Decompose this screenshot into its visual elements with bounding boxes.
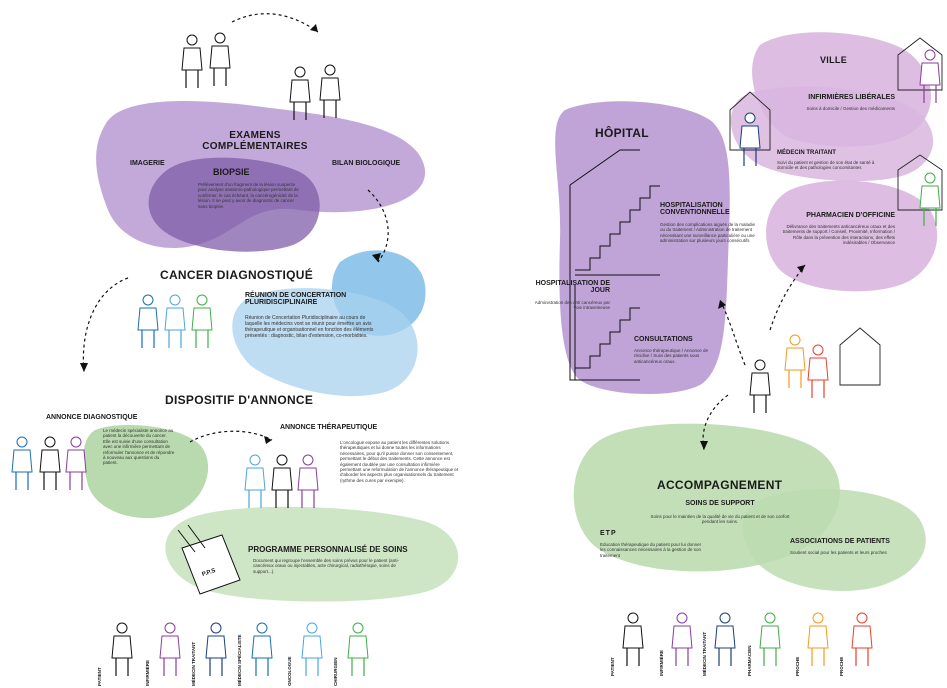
medecin-traitant-title: MÉDECIN TRAITANT	[777, 150, 836, 156]
annonce-therapeutique-text: L'oncologue expose au patient les différ…	[340, 440, 459, 483]
associations-patients-text: Soutient social pour les patients et leu…	[790, 550, 887, 555]
biopsie-text: Prélèvement d'un fragment de la lésion s…	[198, 182, 299, 209]
hospitalisation-conventionnelle-text: Gestion des complications aiguës de la m…	[660, 222, 756, 244]
rcp-text: Réunion de Concertation Pluridisciplinai…	[245, 315, 374, 339]
legend-right-infirmiere: INFIRMIÈRE	[659, 649, 664, 676]
legend-right-proche-2: PROCHE	[839, 656, 844, 676]
annonce-diagnostique-title: ANNONCE DIAGNOSTIQUE	[46, 414, 138, 421]
imagerie-label: IMAGERIE	[130, 160, 165, 167]
ville-title: VILLE	[820, 55, 848, 65]
legend-right-proche-1: PROCHE	[795, 656, 800, 676]
legend-left-infirmiere: INFIRMIÈRE	[145, 659, 150, 686]
soins-support-title: SOINS DE SUPPORT	[685, 500, 755, 507]
patient-figure-mid	[289, 66, 311, 121]
pharmacien-officine-title: PHARMACIEN D'OFFICINE	[806, 212, 895, 219]
legend-right-patient: PATIENT	[610, 657, 615, 676]
arrow-heads	[80, 24, 805, 450]
associations-patients-title: ASSOCIATIONS DE PATIENTS	[790, 538, 890, 545]
biopsie-title: BIOPSIE	[213, 167, 250, 177]
cancer-diagnostique-title: CANCER DIAGNOSTIQUÉ	[160, 268, 314, 282]
hospitalisation-jour-title: HOSPITALISATION DE JOUR	[535, 280, 610, 294]
infirmieres-liberales-title: INFIRMIÈRES LIBÉRALES	[808, 94, 895, 101]
consultations-title: CONSULTATIONS	[634, 336, 693, 343]
ville-blob-mid	[730, 86, 934, 182]
annonce-doctor	[11, 436, 33, 491]
accomp-blob-asso	[742, 489, 926, 591]
proche-orange	[784, 334, 806, 389]
house-drawings	[729, 37, 943, 386]
annonce-therapeutique-title: ANNONCE THÉRAPEUTIQUE	[280, 424, 378, 431]
examens-title: EXAMENS COMPLÉMENTAIRES	[202, 130, 308, 152]
patient-figure-top	[181, 34, 203, 89]
medecin-traitant-text: Suivi du patient et gestion de son état …	[777, 160, 875, 171]
rcp-blob-2	[232, 288, 418, 397]
legend-left-oncologue: ONCOLOGUE	[287, 656, 292, 686]
soins-support-text: Soins pour le maintien de la qualité de …	[650, 514, 790, 525]
legend-right-pharmacien: PHARMACIEN	[747, 645, 752, 676]
ville-nurse	[919, 49, 941, 104]
ville-blob-bottom	[766, 180, 938, 292]
staircase-drawing	[569, 149, 660, 381]
rcp-title: RÉUNION DE CONCERTATION PLURIDISCIPLINAI…	[245, 292, 347, 306]
rcp-doctor-3	[191, 294, 213, 349]
bilan-biologique-label: BILAN BIOLOGIQUE	[332, 160, 401, 167]
pps-document	[177, 524, 241, 595]
etp-title: ETP	[600, 530, 617, 537]
ther-patient	[271, 454, 293, 509]
rcp-doctor-2	[164, 294, 186, 349]
etp-text: Education thérapeutique du patient pour …	[600, 542, 702, 558]
hopital-blob	[555, 101, 730, 395]
doctor-figure-mid	[319, 64, 341, 119]
legend-left-medecin-specialiste: MÉDECIN SPÉCIALISTE	[237, 634, 242, 686]
proche-red	[807, 344, 829, 399]
ville-pharmacist	[919, 172, 941, 227]
ville-doctor	[739, 112, 761, 167]
legend-left-chirurgien: CHIRURGIEN	[333, 657, 338, 686]
accompagnement-title: ACCOMPAGNEMENT	[657, 478, 783, 492]
legend-left-medecin-traitant: MÉDECIN TRAITANT	[191, 641, 196, 686]
pps-title: PROGRAMME PERSONNALISÉ DE SOINS	[248, 545, 408, 554]
hospitalisation-jour-text: Administration des anti cancéreux par vo…	[534, 300, 610, 311]
ther-oncologue	[244, 454, 266, 509]
annonce-patient	[39, 436, 61, 491]
ther-nurse	[297, 454, 319, 509]
doctor-figure-top	[209, 32, 231, 87]
rcp-doctor-1	[137, 294, 159, 349]
annonce-diagnostique-text: Le médecin spécialiste annonce au patien…	[103, 428, 175, 466]
annonce-nurse	[65, 436, 87, 491]
dispositif-annonce-title: DISPOSITIF D'ANNONCE	[165, 393, 314, 407]
legend-right-medecin-traitant: MÉDECIN TRAITANT	[702, 631, 707, 676]
consultations-text: Annonce thérapeutique / Annonce de récid…	[634, 348, 709, 364]
annonce-diag-blob	[83, 425, 209, 519]
biopsie-blob	[148, 157, 320, 252]
hospitalisation-conventionnelle-title: HOSPITALISATION CONVENTIONNELLE	[660, 202, 730, 216]
hopital-title: HÔPITAL	[595, 126, 649, 140]
pps-text: Document qui regroupe l'ensemble des soi…	[253, 558, 399, 574]
pharmacien-officine-text: Délivrance des traitements anticancéreux…	[782, 224, 895, 246]
infirmieres-liberales-text: Soins à domicile / Gestion des médicamen…	[806, 106, 895, 111]
legend-left-patient: PATIENT	[97, 667, 102, 686]
central-patient	[749, 359, 771, 414]
